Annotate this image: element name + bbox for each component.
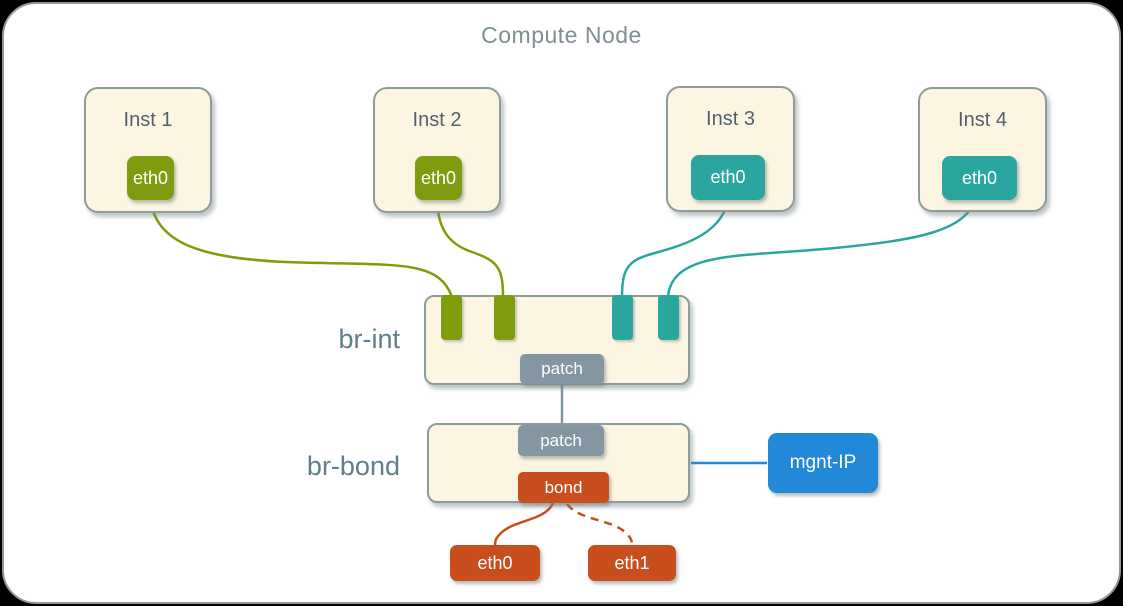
- instance-label: Inst 1: [123, 109, 173, 131]
- nic-label: eth0: [710, 167, 746, 187]
- instance-2-eth0-chip: eth0: [415, 156, 462, 200]
- br-int-label: br-int: [338, 324, 400, 354]
- nic-label: eth0: [132, 167, 169, 188]
- br-int-port-1: [441, 295, 462, 340]
- instance-label: Inst 2: [412, 109, 462, 131]
- instance-box-2: Inst 2 eth0: [373, 87, 501, 213]
- link-inst3-to-br-int: [620, 195, 731, 298]
- instance-box-4: Inst 4 eth0: [918, 87, 1047, 212]
- br-int-port-4: [658, 295, 679, 340]
- link-inst2-to-br-int: [435, 195, 505, 298]
- phys-nic-eth0: eth0: [450, 545, 540, 581]
- diagram-title: Compute Node: [481, 22, 642, 48]
- mgnt-ip-box: mgnt-IP: [768, 433, 878, 493]
- bond-label: bond: [544, 477, 583, 497]
- instance-box-1: Inst 1 eth0: [84, 87, 212, 213]
- link-bond-to-eth0: [493, 502, 555, 547]
- nic-label: eth0: [420, 167, 457, 188]
- br-int-patch-chip: patch: [520, 354, 604, 384]
- patch-label: patch: [541, 359, 583, 378]
- instance-box-3: Inst 3 eth0: [666, 86, 795, 212]
- phys-nic-eth1: eth1: [588, 545, 676, 581]
- instance-label: Inst 4: [958, 109, 1007, 131]
- patch-label: patch: [540, 430, 582, 450]
- br-int-port-2: [494, 295, 515, 340]
- nic-label: eth0: [961, 167, 998, 188]
- nic-label: eth1: [614, 552, 650, 573]
- nic-label: eth0: [477, 552, 513, 573]
- br-bond-patch-chip: patch: [518, 425, 604, 456]
- instance-1-eth0-chip: eth0: [127, 156, 174, 200]
- instance-3-eth0-chip: eth0: [691, 155, 765, 200]
- mgnt-ip-label: mgnt-IP: [789, 452, 857, 473]
- br-int-port-3: [612, 295, 633, 340]
- instance-4-eth0-chip: eth0: [942, 156, 1017, 200]
- link-bond-to-eth1: [566, 503, 634, 547]
- bond-chip: bond: [518, 472, 609, 503]
- link-inst4-to-br-int: [666, 195, 978, 298]
- br-bond-label: br-bond: [306, 451, 400, 481]
- link-inst1-to-br-int: [148, 195, 454, 298]
- instance-label: Inst 3: [706, 108, 755, 130]
